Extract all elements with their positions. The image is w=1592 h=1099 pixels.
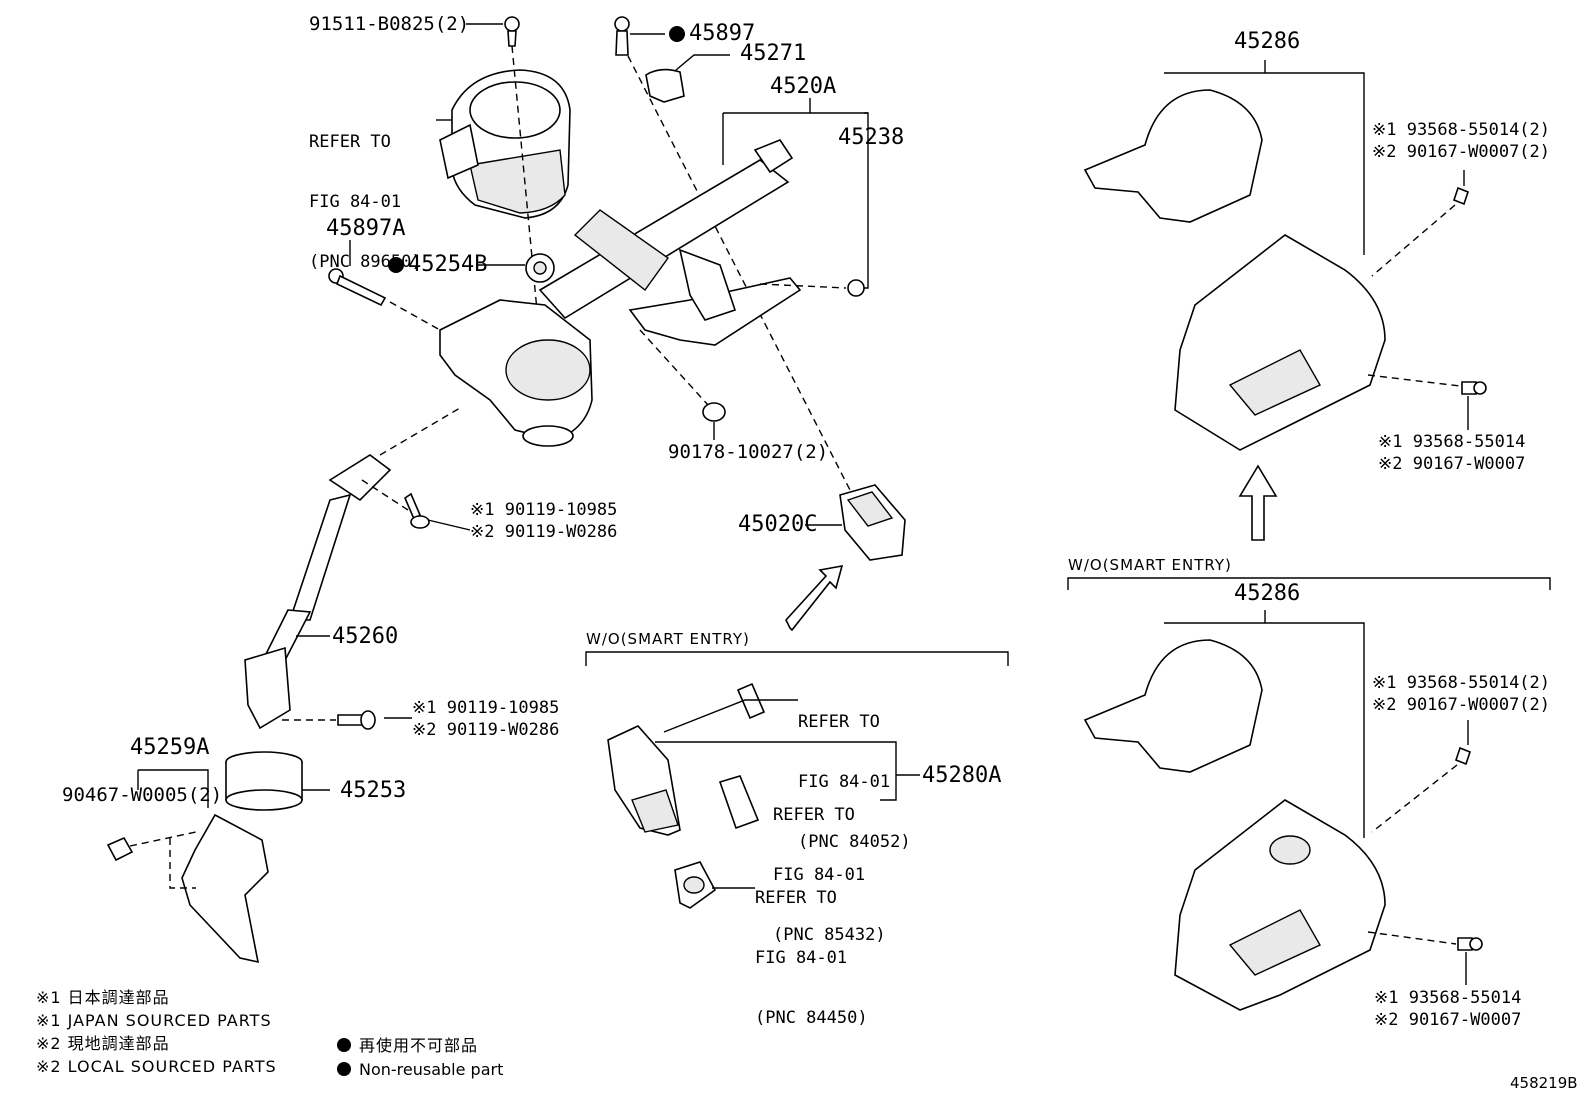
part-label-91511: 91511-B0825(2) — [309, 13, 470, 35]
refer-line: REFER TO — [309, 132, 391, 152]
boot-45253-drawing — [225, 751, 303, 811]
screw-right-4-drawing — [1457, 937, 1483, 951]
legend-en1: ※1 JAPAN SOURCED PARTS — [36, 1011, 272, 1030]
screw-right-1-drawing — [1453, 186, 1469, 206]
part-label-45238: 45238 — [838, 125, 905, 150]
lower-column-cover-bottom-drawing — [1174, 799, 1386, 1011]
part-label-45253: 45253 — [340, 778, 407, 803]
refer-line: REFER TO — [798, 712, 880, 732]
screw-label-low-2: ※2 90119-W0286 — [412, 720, 560, 740]
screw-label-mid-2: ※2 90119-W0286 — [470, 522, 618, 542]
connector-84052-drawing — [736, 682, 766, 720]
steering-column-assembly-drawing — [439, 139, 802, 447]
non-reusable-dot-icon — [337, 1038, 351, 1052]
part-label-45254B: 45254B — [388, 253, 487, 277]
refer-line: (PNC 84450) — [755, 1008, 868, 1028]
part-label-45897: 45897 — [669, 22, 755, 46]
part-label-45280A: 45280A — [922, 763, 1002, 788]
screw-label-r3-1: ※1 93568-55014(2) — [1372, 673, 1551, 693]
figure-id: 458219B — [1510, 1074, 1578, 1092]
lower-column-cover-top-drawing — [1174, 234, 1386, 451]
part-label-45286-bottom: 45286 — [1234, 581, 1301, 606]
intermediate-shaft-45260-drawing — [244, 454, 392, 730]
section-title-wo-smart-entry-center: W/O(SMART ENTRY) — [586, 630, 750, 648]
legend-jp2: ※2 現地調達部品 — [36, 1034, 170, 1053]
screw-right-3-drawing — [1455, 746, 1471, 766]
screw-label-r1-1: ※1 93568-55014(2) — [1372, 120, 1551, 140]
legend-en2: ※2 LOCAL SOURCED PARTS — [36, 1057, 277, 1076]
bolt-91511-drawing — [504, 16, 520, 47]
section-title-wo-smart-entry-right: W/O(SMART ENTRY) — [1068, 556, 1232, 574]
module-85432-drawing — [718, 775, 760, 830]
refer-block-84450: REFER TO FIG 84-01 (PNC 84450) — [755, 848, 868, 1048]
refer-line: REFER TO — [773, 805, 855, 825]
screw-label-r3-2: ※2 90167-W0007(2) — [1372, 695, 1551, 715]
steering-lock-45020c-drawing — [839, 484, 906, 561]
ignition-switch-drawing — [607, 725, 681, 836]
refer-line: FIG 84-01 — [773, 865, 866, 885]
screw-label-r4-2: ※2 90167-W0007 — [1374, 1010, 1522, 1030]
non-reusable-dot-icon — [388, 257, 404, 273]
refer-line: FIG 84-01 — [798, 772, 891, 792]
non-reusable-dot-icon — [669, 26, 685, 42]
part-label-45897A: 45897A — [326, 216, 406, 241]
bolt-90119-mid-drawing — [404, 492, 430, 529]
refer-line: (PNC 85432) — [773, 925, 886, 945]
non-reusable-dot-icon — [337, 1062, 351, 1076]
clip-90467-drawing — [106, 836, 134, 862]
screw-label-low-1: ※1 90119-10985 — [412, 698, 560, 718]
antenna-84450-drawing — [674, 861, 717, 909]
upper-column-cover-45286-bottom-drawing — [1083, 639, 1263, 773]
part-label-45020C: 45020C — [738, 512, 818, 537]
legend-jp1: ※1 日本調達部品 — [36, 988, 170, 1007]
screw-right-2-drawing — [1461, 381, 1487, 395]
cover-45259a-drawing — [181, 813, 269, 964]
nut-90178-drawing — [702, 402, 726, 422]
spring-45254b-drawing — [525, 253, 555, 283]
bolt-45897a-drawing — [328, 268, 387, 307]
part-label-45286-top: 45286 — [1234, 29, 1301, 54]
screw-label-r4-1: ※1 93568-55014 — [1374, 988, 1522, 1008]
refer-line: FIG 84-01 — [309, 192, 402, 212]
part-label-45260: 45260 — [332, 624, 399, 649]
screw-label-mid-1: ※1 90119-10985 — [470, 500, 618, 520]
refer-block-85432: REFER TO FIG 84-01 (PNC 85432) — [773, 765, 886, 965]
refer-line: (PNC 84052) — [798, 832, 911, 852]
power-steering-motor-drawing — [439, 69, 571, 219]
bolt-90119-low-drawing — [337, 710, 376, 730]
screw-label-r1-2: ※2 90167-W0007(2) — [1372, 142, 1551, 162]
refer-line: FIG 84-01 — [755, 948, 848, 968]
part-label-90467: 90467-W0005(2) — [62, 784, 223, 806]
refer-block-89650: REFER TO FIG 84-01 (PNC 89650) — [309, 92, 422, 292]
screw-label-r2-2: ※2 90167-W0007 — [1378, 454, 1526, 474]
legend-nonreusable-en: Non-reusable part — [337, 1058, 503, 1081]
bolt-45897-drawing — [614, 16, 630, 56]
legend-nonreusable-jp: 再使用不可部品 — [337, 1034, 478, 1057]
part-label-4520A: 4520A — [770, 74, 837, 99]
refer-line: REFER TO — [755, 888, 837, 908]
part-label-90178: 90178-10027(2) — [668, 441, 829, 463]
nut-45238-drawing — [847, 279, 865, 297]
up-arrow-drawing — [1238, 464, 1278, 541]
part-label-45271: 45271 — [740, 41, 807, 66]
upper-column-cover-45286-top-drawing — [1083, 89, 1263, 223]
refer-block-84052: REFER TO FIG 84-01 (PNC 84052) — [798, 672, 911, 872]
part-label-45259A: 45259A — [130, 735, 210, 760]
screw-label-r2-1: ※1 93568-55014 — [1378, 432, 1526, 452]
